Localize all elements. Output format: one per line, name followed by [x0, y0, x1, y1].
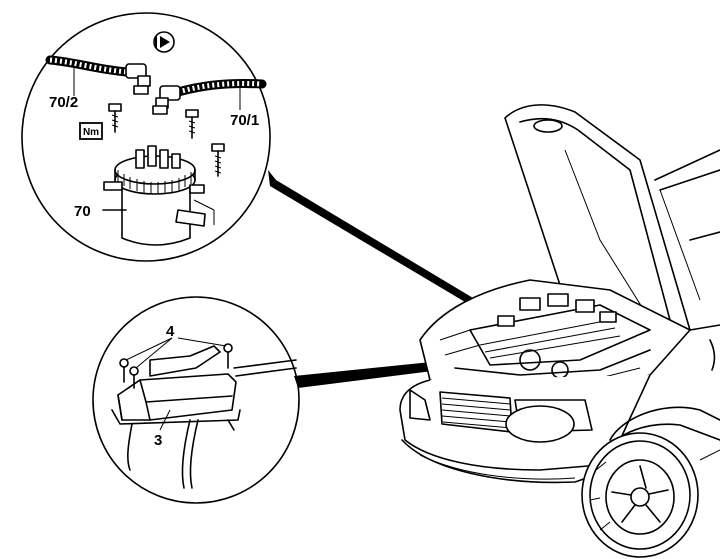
- detail-circle-bottom: 4 3: [92, 296, 300, 504]
- screw-set-4: [119, 343, 233, 389]
- vehicle-front-open-hood: [399, 104, 720, 558]
- detail-circle-top: Nm: [21, 12, 271, 262]
- torque-spec-box: Nm: [79, 122, 103, 140]
- component-70: [103, 145, 215, 246]
- label-70-2: 70/2: [49, 94, 78, 111]
- grille: [439, 391, 513, 433]
- label-70-1: 70/1: [230, 112, 259, 129]
- bracket-3: [111, 345, 297, 489]
- harness-70-1: [155, 78, 267, 109]
- bolt-right: [211, 143, 225, 177]
- label-4: 4: [166, 323, 175, 340]
- harness-70-2: [45, 55, 151, 87]
- bolt-left: [108, 103, 122, 133]
- label-70: 70: [74, 203, 91, 220]
- play-in-circle-icon: [153, 31, 175, 53]
- torque-spec-label: Nm: [83, 127, 99, 138]
- label-3: 3: [154, 432, 162, 449]
- bolt-middle: [185, 109, 199, 139]
- front-wheel: [581, 432, 699, 558]
